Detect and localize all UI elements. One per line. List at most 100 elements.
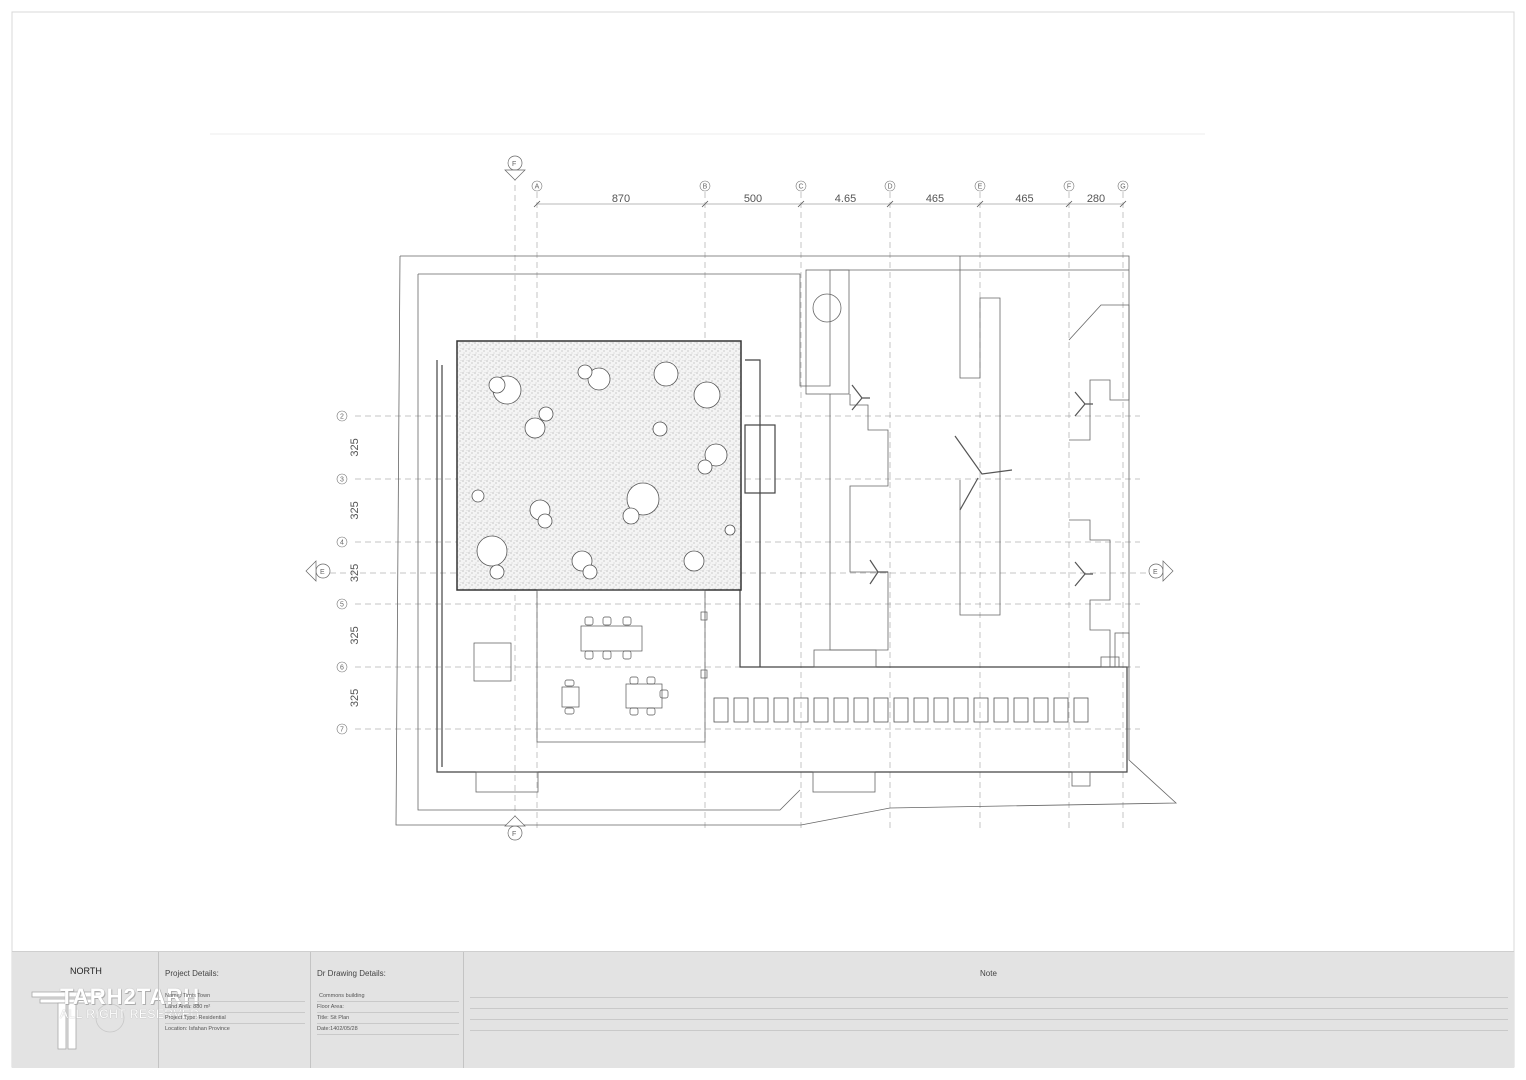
storage-cell [773, 697, 789, 723]
grid-bubble-label: 4 [340, 540, 344, 547]
grid-bubble-label: 6 [340, 665, 344, 672]
storage-cells [713, 697, 1089, 723]
storage-cell [713, 697, 729, 723]
row-rule [317, 1023, 459, 1024]
storage-cell [1033, 697, 1049, 723]
note-heading: Note [980, 969, 997, 978]
grid-bubble [336, 723, 348, 735]
row-rule [317, 1034, 459, 1035]
project-detail-row: Land Area: 880 m² [165, 1004, 211, 1010]
section-marker-top: F [512, 161, 516, 168]
project-detail-row: Project Type: Residential [165, 1015, 226, 1021]
dimension-label: 280 [1087, 193, 1105, 205]
drawing-detail-row: Floor Area: [317, 1004, 344, 1010]
note-rule [470, 997, 1508, 998]
grid-bubble [884, 180, 896, 192]
storage-cell [933, 697, 949, 723]
storage-cell [1013, 697, 1029, 723]
row-rule [317, 1012, 459, 1013]
title-block: NORTH TARH2TARH ALL RIGHT RESERVED Proje… [12, 951, 1514, 1068]
light-fixtures [851, 384, 1093, 587]
grid-bubble-label: E [978, 184, 983, 191]
watermark-subtext: ALL RIGHT RESERVED [60, 1007, 200, 1021]
grid-bubble-label: D [887, 184, 892, 191]
project-details-heading: Project Details: [165, 969, 219, 978]
grid-bubble-label: 2 [340, 414, 344, 421]
grid-bubble-label: A [535, 184, 540, 191]
dimension-label: 4.65 [835, 193, 856, 205]
grid-bubble-label: G [1120, 184, 1125, 191]
grid-bubble [1117, 180, 1129, 192]
grid-bubble [531, 180, 543, 192]
grid-bubble-label: 5 [340, 602, 344, 609]
note-rule [470, 1008, 1508, 1009]
section-marker-bottom: F [512, 831, 516, 838]
grid-bubble-label: F [1067, 184, 1071, 191]
row-rule [317, 1001, 459, 1002]
project-detail-row: Location: Isfahan Province [165, 1026, 230, 1032]
grid-bubble [336, 598, 348, 610]
grid-bubble [795, 180, 807, 192]
project-detail-row: Name: Tirnis Town [165, 993, 211, 999]
storage-cell [1053, 697, 1069, 723]
grid-bubble [336, 536, 348, 548]
grid-bubble [1063, 180, 1075, 192]
storage-cell [1073, 697, 1089, 723]
dimension-label: 325 [349, 501, 361, 519]
grid-bubble [336, 473, 348, 485]
grid-bubble-label: C [798, 184, 803, 191]
storage-cell [873, 697, 889, 723]
title-block-divider [310, 952, 311, 1068]
top-dimensions: 870 500 4.65 465 465 280 [533, 193, 1127, 208]
row-rule [165, 1012, 305, 1013]
building-outline [436, 359, 1128, 773]
grid-bubble-label: 7 [340, 727, 344, 734]
storage-cell [993, 697, 1009, 723]
watermark-text: TARH2TARH [60, 984, 201, 1009]
note-rule [470, 1030, 1508, 1031]
title-block-divider [158, 952, 159, 1068]
storage-cell [793, 697, 809, 723]
storage-cell [833, 697, 849, 723]
title-block-divider [463, 952, 464, 1068]
dimension-label: 870 [612, 193, 630, 205]
watermark-logo [31, 991, 125, 1050]
drawing-detail-row: Date:1402/05/28 [317, 1026, 358, 1032]
section-markers [305, 155, 1174, 841]
north-label: NORTH [70, 966, 102, 976]
section-marker-left: E [320, 569, 325, 576]
grid-bubble-label: 3 [340, 477, 344, 484]
sheet-border [11, 11, 1515, 1068]
drawing-detail-row: Title: Sit Plan [317, 1015, 350, 1021]
storage-cell [913, 697, 929, 723]
storage-cell [733, 697, 749, 723]
dining-area [473, 589, 708, 743]
section-marker-labels: F F E E [320, 161, 1158, 838]
row-rule [165, 1023, 305, 1024]
storage-cell [813, 697, 829, 723]
section-marker-right: E [1153, 569, 1158, 576]
storage-cell [953, 697, 969, 723]
courtyard-trees [471, 361, 736, 580]
grid-bubble [699, 180, 711, 192]
storage-cell [753, 697, 769, 723]
drawing-detail-row: Commons building [319, 993, 365, 999]
grid-bubble [974, 180, 986, 192]
dimension-label: 465 [1015, 193, 1033, 205]
storage-cell [973, 697, 989, 723]
dimension-label: 465 [926, 193, 944, 205]
right-structures [475, 256, 1130, 793]
grid-bubble [336, 661, 348, 673]
storage-cell [853, 697, 869, 723]
grid-bubble [336, 410, 348, 422]
storage-cell [893, 697, 909, 723]
dimension-label: 500 [744, 193, 762, 205]
row-rule [165, 1001, 305, 1002]
dimension-label: 325 [349, 438, 361, 456]
note-rule [470, 1019, 1508, 1020]
dimension-label: 325 [349, 689, 361, 707]
